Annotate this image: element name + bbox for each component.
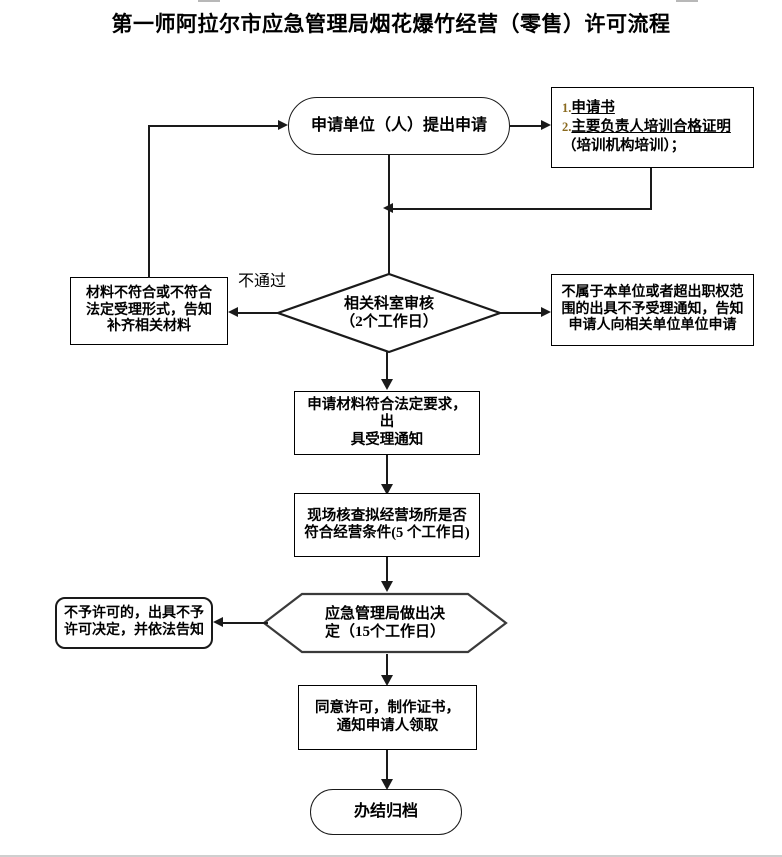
edge-decision-to-approve-arrowhead: [381, 675, 393, 686]
node-authority-decision[interactable]: 应急管理局做出决 定（15个工作日）: [262, 592, 508, 654]
edge-reject-to-apply-arrowhead: [278, 120, 288, 130]
doc-item-3-label: （培训机构培训）；: [562, 138, 686, 155]
node-approve-permit-label: 同意许可，制作证书， 通知申请人领取: [315, 700, 460, 734]
edge-review-to-outofscope-line: [500, 312, 544, 314]
hexagon-shape: [262, 592, 508, 654]
node-apply[interactable]: 申请单位（人）提出申请: [288, 97, 510, 155]
edge-review-to-reject-line: [236, 312, 278, 314]
doc-item-1-number: 1.: [562, 100, 572, 115]
doc-item-2-label: 主要负责人培训合格证明: [571, 118, 731, 135]
edge-accept-to-sitecheck-arrowhead: [381, 484, 393, 495]
edge-label-fail: 不通过: [238, 273, 287, 290]
edge-decision-to-approve-line: [386, 654, 388, 680]
doc-item-1-label: 申请书: [571, 99, 615, 116]
node-accept-notice[interactable]: 申请材料符合法定要求，出 具受理通知: [294, 391, 480, 455]
edge-sitecheck-to-decision-arrowhead: [381, 581, 393, 592]
edge-apply-to-review-line: [388, 155, 390, 295]
edge-apply-to-documents-arrowhead: [541, 120, 551, 130]
edge-sitecheck-to-decision-line: [386, 557, 388, 589]
edge-reject-up-line: [148, 126, 150, 278]
node-apply-label: 申请单位（人）提出申请: [310, 116, 487, 134]
node-review-decision[interactable]: 相关科室审核 （2个工作日）: [274, 272, 504, 354]
edge-review-to-accept-line: [386, 352, 388, 384]
edge-review-to-accept-arrowhead: [381, 379, 393, 390]
scan-corner-mark-right: [676, 0, 698, 2]
scan-corner-mark-left: [198, 0, 220, 2]
edge-approve-to-archive-arrowhead: [381, 779, 393, 790]
node-archive[interactable]: 办结归档: [310, 789, 462, 835]
node-material-not-compliant[interactable]: 材料不符合或不符合 法定受理形式，告知 补齐相关材料: [70, 277, 228, 345]
page-title: 第一师阿拉尔市应急管理局烟花爆竹经营（零售）许可流程: [111, 12, 671, 36]
edge-review-to-reject-arrowhead: [228, 307, 238, 317]
edge-decision-to-denied-line: [222, 622, 268, 624]
edge-approve-to-archive-line: [386, 750, 388, 784]
node-site-check-label: 现场核查拟经营场所是否 符合经营条件(5 个工作日): [304, 507, 470, 541]
edge-documents-left-line: [392, 208, 652, 210]
node-out-of-scope-label: 不属于本单位或者超出职权范 围的出具不予受理通知，告知 申请人向相关单位单位申请: [561, 285, 744, 334]
edge-decision-to-denied-arrowhead: [213, 617, 223, 627]
node-site-check[interactable]: 现场核查拟经营场所是否 符合经营条件(5 个工作日): [294, 493, 480, 557]
page-bottom-rule: [0, 855, 782, 857]
node-archive-label: 办结归档: [353, 802, 418, 820]
node-accept-notice-label: 申请材料符合法定要求，出 具受理通知: [307, 397, 467, 448]
edge-apply-to-documents-line: [510, 125, 545, 127]
edge-accept-to-sitecheck-line: [386, 455, 388, 493]
node-permit-denied[interactable]: 不予许可的，出具不予 许可决定，并依法告知: [55, 597, 213, 649]
doc-item-1: 1.申请书: [562, 99, 747, 118]
doc-item-3: （培训机构培训）；: [562, 137, 747, 156]
node-permit-denied-label: 不予许可的，出具不予 许可决定，并依法告知: [64, 606, 204, 638]
diamond-shape: [274, 272, 504, 354]
node-out-of-scope[interactable]: 不属于本单位或者超出职权范 围的出具不予受理通知，告知 申请人向相关单位单位申请: [551, 274, 754, 346]
doc-item-2: 2.主要负责人培训合格证明: [562, 118, 747, 137]
doc-item-2-number: 2.: [562, 119, 572, 134]
node-material-not-compliant-label: 材料不符合或不符合 法定受理形式，告知 补齐相关材料: [86, 286, 212, 335]
edge-documents-down-line: [650, 168, 652, 210]
edge-reject-right-line: [148, 125, 282, 127]
node-approve-permit[interactable]: 同意许可，制作证书， 通知申请人领取: [298, 685, 477, 750]
edge-review-to-outofscope-arrowhead: [541, 307, 551, 317]
